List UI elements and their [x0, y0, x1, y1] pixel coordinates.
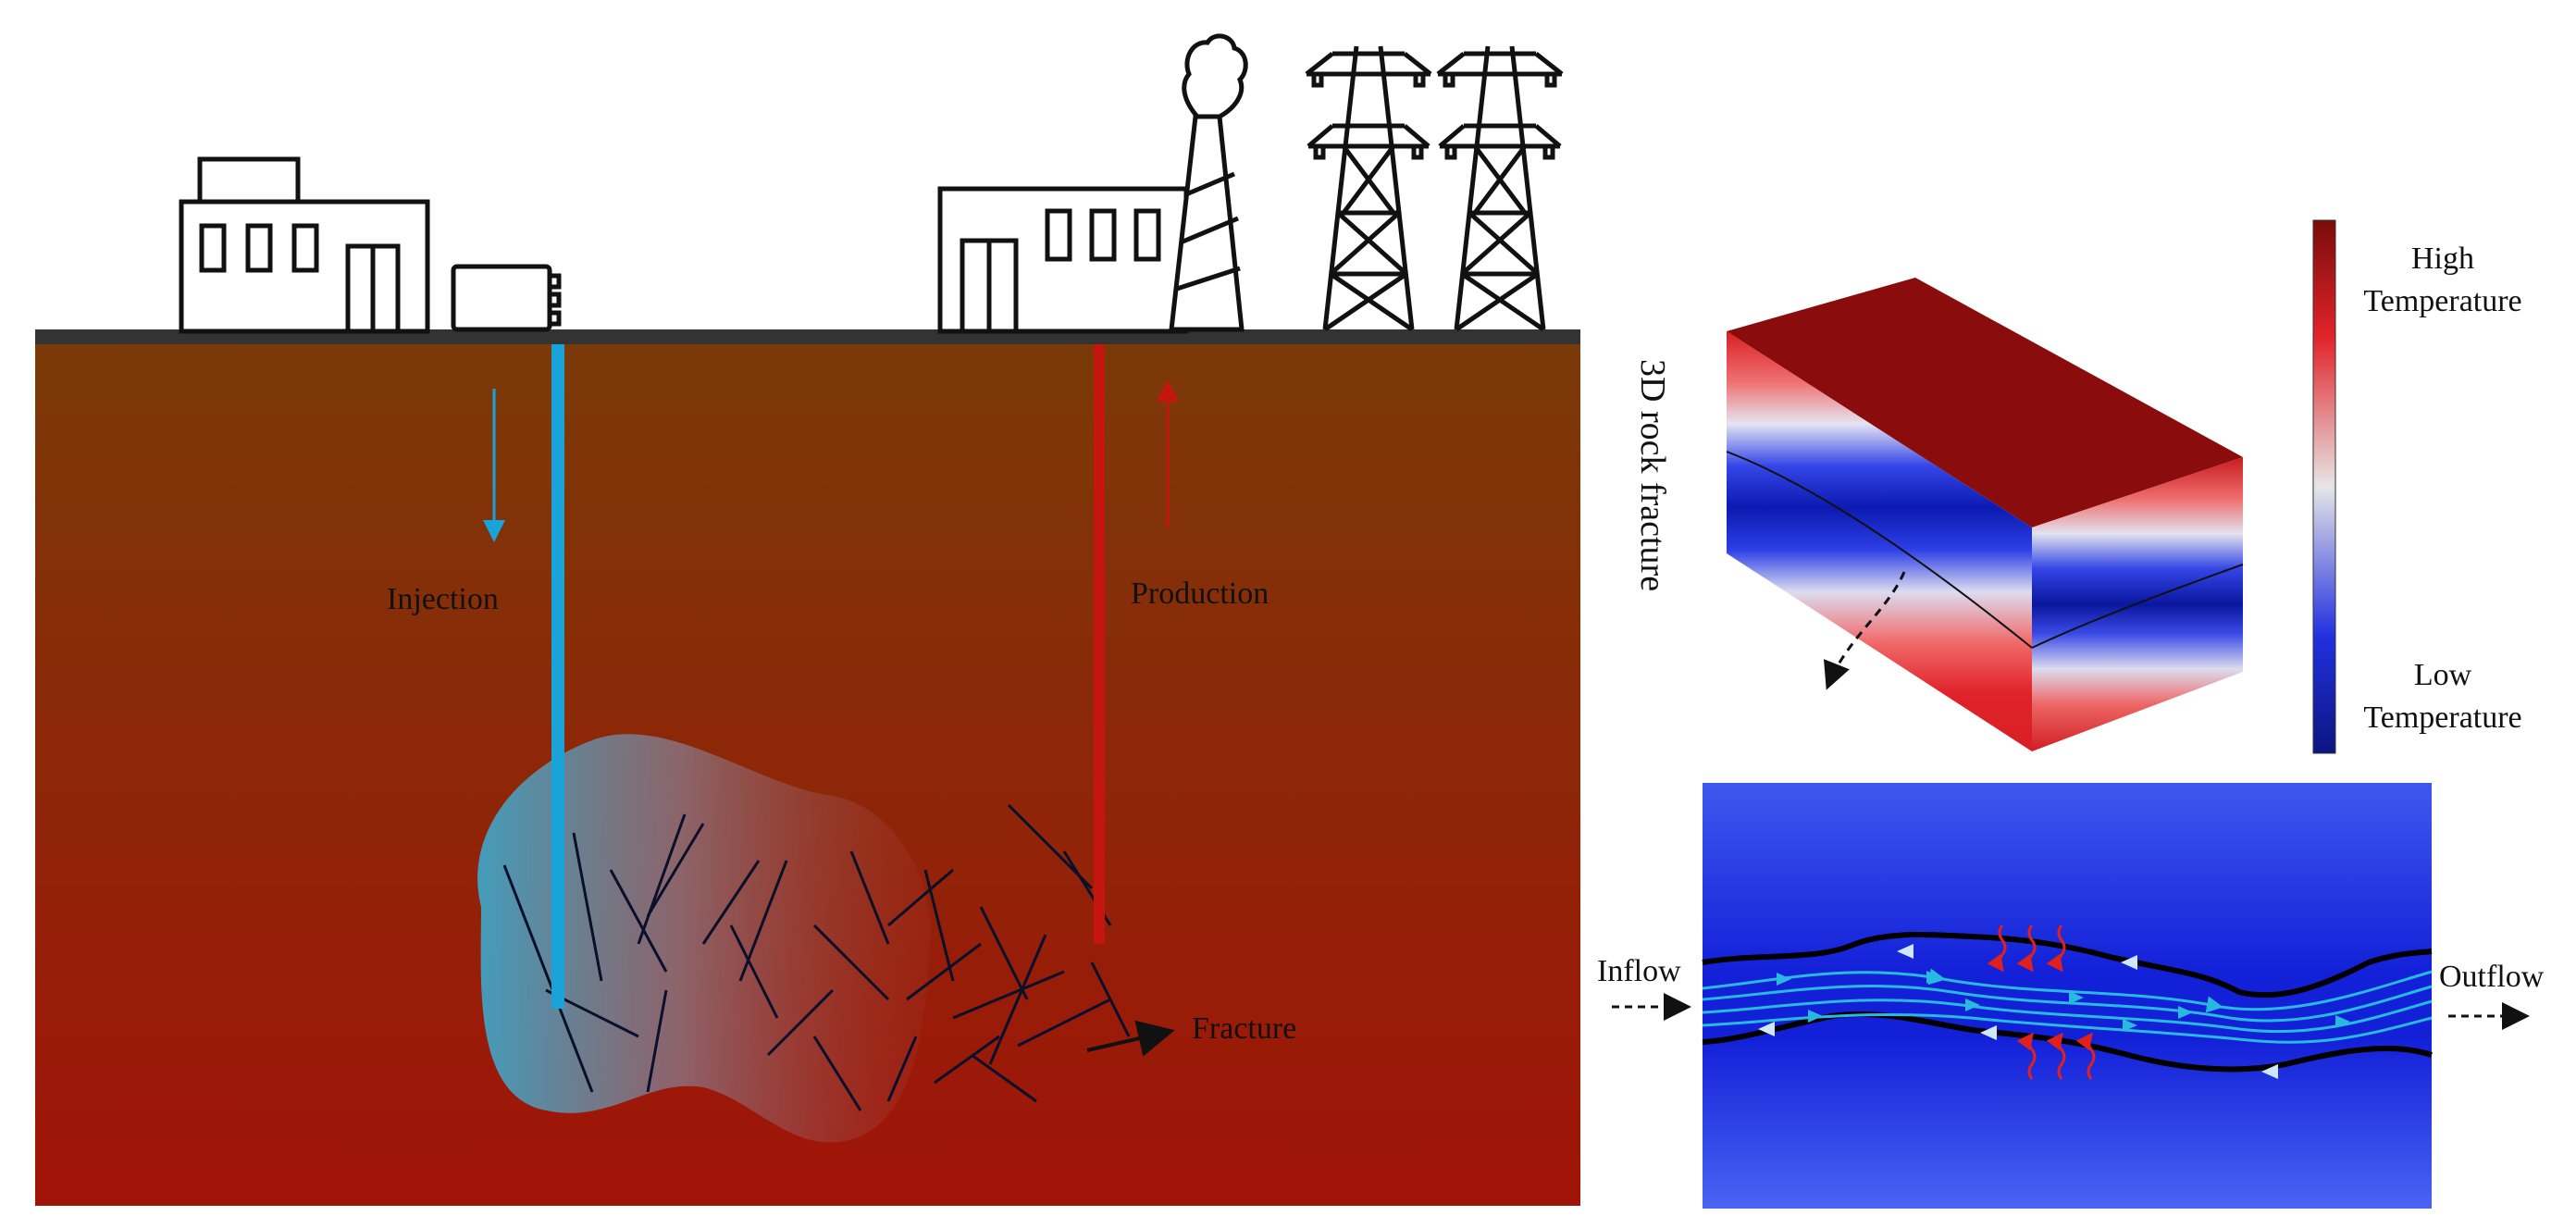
injection-label: Injection	[387, 582, 499, 616]
fracture-pointer-arrow	[1086, 1020, 1175, 1057]
power-plant-building	[937, 186, 1189, 334]
pump-unit	[451, 264, 562, 332]
fracture-flow-panel	[1702, 783, 2433, 1209]
colorbar-high-label-line1: High	[2411, 242, 2474, 276]
power-pylon-2	[1436, 45, 1564, 332]
block-fracture-line-side	[2031, 564, 2244, 649]
fracture-upper-wall	[1702, 932, 2433, 999]
subsurface-cross-section: Injection Production Fracture	[35, 329, 1580, 1206]
power-pylon-1	[1305, 45, 1432, 332]
surface-facilities	[179, 33, 1564, 334]
fracture-label: Fracture	[1192, 1011, 1296, 1046]
injection-plant-building	[179, 156, 430, 334]
cooling-chimney	[1169, 33, 1248, 332]
colorbar-high-label-line2: Temperature	[2363, 284, 2521, 318]
zoom-pointer-arrow	[1824, 571, 1906, 690]
block-top-face	[1727, 278, 2243, 527]
production-label: Production	[1131, 577, 1269, 611]
colorbar-low-label-line2: Temperature	[2363, 701, 2521, 735]
colorbar-low-label-line1: Low	[2414, 658, 2472, 692]
inflow-label: Inflow	[1597, 954, 1681, 988]
fracture-network	[502, 803, 1131, 1111]
rock-fracture-3d-label: 3D rock fracture	[1633, 359, 1672, 591]
recirculation-arrows	[1758, 944, 2278, 1079]
rock-fracture-3d-block: 3D rock fracture	[1633, 278, 2244, 751]
colorbar-gradient	[2312, 219, 2336, 754]
outflow-label: Outflow	[2439, 960, 2545, 994]
block-fracture-line-front	[1726, 451, 2033, 649]
heat-transfer-arrows-top	[1987, 924, 2066, 973]
production-well	[1094, 344, 1105, 944]
streamline-arrows	[1777, 971, 2350, 1032]
heat-transfer-arrows-bottom	[2016, 1032, 2096, 1080]
injection-well	[551, 344, 564, 1009]
block-front-face	[1727, 331, 2032, 751]
flow-panel-background	[1703, 783, 2432, 1209]
temperature-colorbar: High Temperature Low Temperature	[2312, 219, 2522, 754]
